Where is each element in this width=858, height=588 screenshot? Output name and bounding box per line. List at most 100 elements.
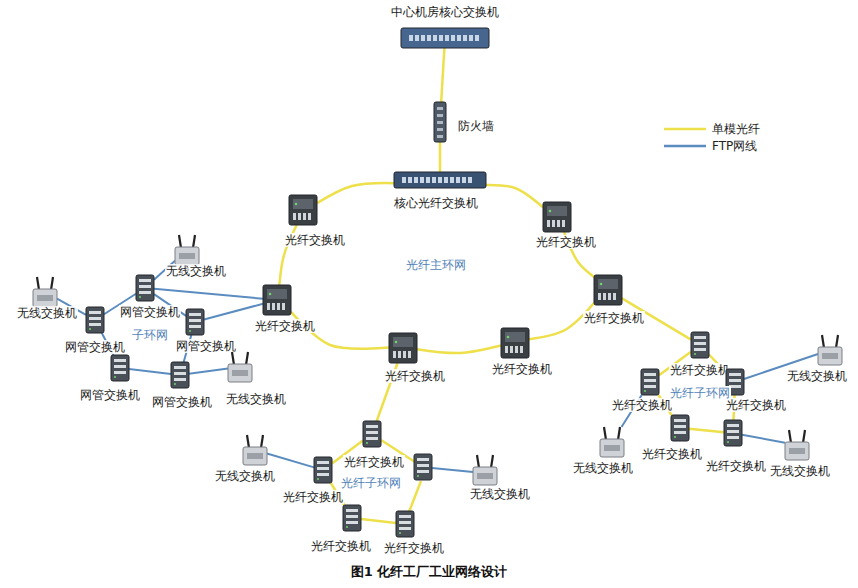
device-icon [818, 335, 842, 365]
device-icon [394, 172, 486, 188]
device-label: 无线交换机 [225, 392, 287, 406]
device-label: 光纤交换机 [725, 398, 787, 412]
figure-caption: 图1 化纤工厂工业网络设计 [351, 565, 508, 579]
fiber-link [486, 185, 543, 207]
device-icon [389, 333, 417, 363]
switch-device: 光纤交换机 [594, 275, 622, 305]
device-icon [785, 430, 809, 460]
switch-device: 中心机房核心交换机 [401, 28, 489, 48]
fiber-link [439, 142, 442, 172]
wireless-switch: 无线交换机 [818, 335, 842, 365]
device-icon [175, 235, 199, 265]
legend-text: 单模光纤 [712, 122, 760, 136]
switch-icon [414, 454, 432, 480]
switch-device: 光纤交换机 [343, 505, 361, 531]
ring-label: 光纤主环网 [405, 258, 467, 272]
device-label: 光纤交换机 [669, 363, 731, 377]
device-label: 光纤交换机 [611, 398, 673, 412]
ring-label: 光纤子环网 [669, 386, 731, 400]
device-label: 光纤交换机 [343, 455, 405, 469]
fiber-link [441, 48, 444, 102]
switch-device: 网管交换机 [171, 362, 189, 388]
device-icon [228, 352, 252, 382]
device-icon [724, 420, 742, 446]
device-label: 无线交换机 [469, 487, 531, 501]
switch-device: 核心光纤交换机 [394, 172, 486, 188]
device-label: 光纤交换机 [535, 235, 597, 249]
device-label: 无线交换机 [572, 461, 634, 475]
ftp-cable [189, 369, 228, 374]
ftp-cable [129, 369, 171, 374]
wireless-switch: 无线交换机 [33, 277, 57, 307]
device-icon [186, 309, 204, 335]
legend-text: FTP网线 [712, 139, 757, 153]
device-icon [594, 275, 622, 305]
device-label: 无线交换机 [16, 306, 78, 320]
switch-device: 光纤交换机 [396, 511, 414, 537]
ftp-cable [154, 289, 263, 299]
ftp-cable [742, 435, 785, 443]
device-icon [314, 457, 332, 483]
device-icon [543, 202, 571, 232]
device-icon [641, 369, 659, 395]
device-icon [86, 307, 104, 333]
switch-device: 光纤交换机 [389, 333, 417, 363]
device-icon [289, 195, 317, 225]
device-label: 网管交换机 [175, 339, 237, 353]
ring-label: 光纤子环网 [340, 476, 402, 490]
device-label: 光纤交换机 [705, 459, 767, 473]
device-icon [671, 415, 689, 441]
ring-label: 子环网 [131, 328, 169, 342]
switch-device: 光纤交换机 [671, 415, 689, 441]
legend-sample [664, 145, 706, 148]
switch-device: 光纤交换机 [263, 285, 291, 315]
switch-device: 网管交换机 [111, 355, 129, 381]
device-icon [434, 102, 446, 142]
fiber-link [317, 183, 394, 203]
device-icon [136, 275, 154, 301]
device-icon [501, 328, 529, 358]
device-label: 网管交换机 [79, 388, 141, 402]
wireless-switch: 无线交换机 [473, 455, 497, 485]
device-label: 光纤交换机 [310, 539, 372, 553]
device-icon [171, 362, 189, 388]
ftp-wire [432, 468, 473, 472]
switch-device: 光纤交换机 [363, 421, 381, 447]
device-icon [33, 277, 57, 307]
device-label: 光纤交换机 [583, 311, 645, 325]
device-icon [243, 435, 267, 465]
device-icon [600, 427, 624, 457]
device-label: 无线交换机 [214, 469, 276, 483]
device-icon [396, 511, 414, 537]
device-label: 无线交换机 [165, 264, 227, 278]
fiber-wire [409, 481, 421, 512]
device-icon [343, 505, 361, 531]
wireless-switch: 无线交换机 [175, 235, 199, 265]
legend-sample [664, 128, 706, 131]
device-icon [263, 285, 291, 315]
wireless-switch: 无线交换机 [785, 430, 809, 460]
device-icon [363, 421, 381, 447]
device-icon [111, 355, 129, 381]
switch-device: 光纤交换机 [691, 332, 709, 358]
device-icon [691, 332, 709, 358]
wireless-switch: 无线交换机 [600, 427, 624, 457]
switch-device: 光纤交换机 [314, 457, 332, 483]
switch-device: 网管交换机 [136, 275, 154, 301]
device-label: 网管交换机 [119, 305, 181, 319]
device-label: 光纤交换机 [254, 319, 316, 333]
device-label: 网管交换机 [64, 340, 126, 354]
switch-device: 防火墙 [434, 102, 446, 142]
ftp-cable [204, 304, 263, 320]
wireless-switch: 无线交换机 [243, 435, 267, 465]
switch-device: 网管交换机 [86, 307, 104, 333]
switch-device: 光纤交换机 [641, 369, 659, 395]
device-label: 光纤交换机 [384, 369, 446, 383]
device-label: 中心机房核心交换机 [390, 5, 500, 19]
switch-device: 光纤交换机 [289, 195, 317, 225]
switch-device: 网管交换机 [186, 309, 204, 335]
device-icon [473, 455, 497, 485]
